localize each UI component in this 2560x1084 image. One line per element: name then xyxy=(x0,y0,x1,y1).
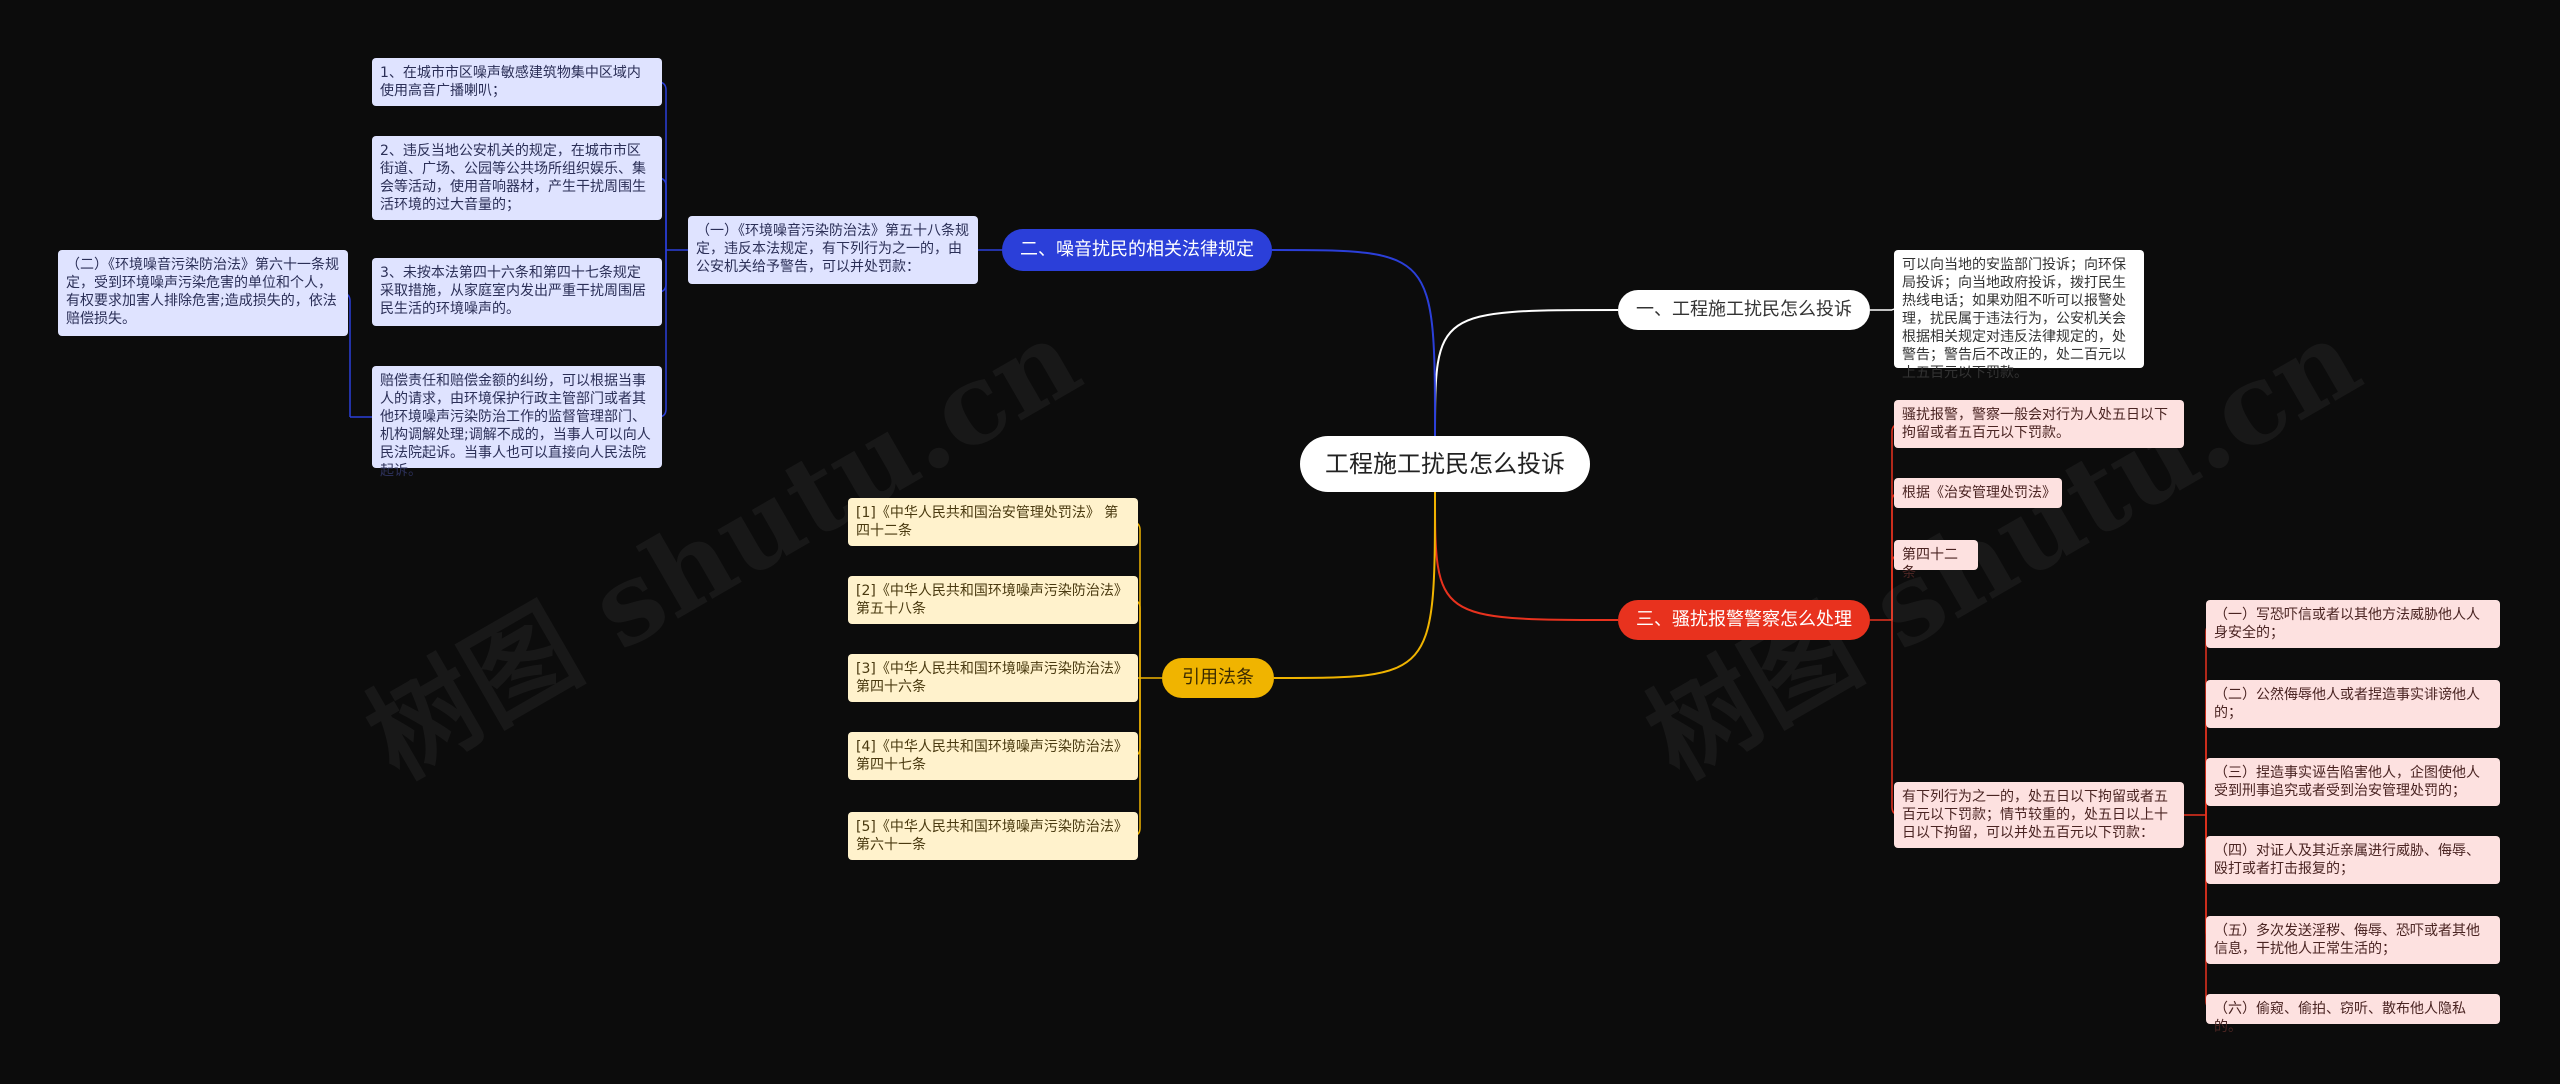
branch-complaint[interactable]: 一、工程施工扰民怎么投诉 xyxy=(1618,290,1870,330)
noise-law-article-61: （二）《环境噪音污染防治法》第六十一条规定，受到环境噪声污染危害的单位和个人，有… xyxy=(58,250,348,336)
article-42-item-5: （五）多次发送淫秽、侮辱、恐吓或者其他信息，干扰他人正常生活的； xyxy=(2206,916,2500,964)
connector-root-harassment xyxy=(1434,491,1619,621)
article-42-item-2: （二）公然侮辱他人或者捏造事实诽谤他人的； xyxy=(2206,680,2500,728)
connector-root-noise-law xyxy=(1271,249,1436,437)
connector-root-citations xyxy=(1273,491,1436,679)
article-42-item-6: （六）偷窥、偷拍、窃听、散布他人隐私的。 xyxy=(2206,994,2500,1035)
citation-3: [3]《中华人民共和国环境噪声污染防治法》 第四十六条 xyxy=(848,654,1138,702)
article-58-item-1: 1、在城市市区噪声敏感建筑物集中区域内使用高音广播喇叭； xyxy=(372,58,662,106)
citation-5: [5]《中华人民共和国环境噪声污染防治法》 第六十一条 xyxy=(848,812,1138,860)
harassment-penalty: 骚扰报警，警察一般会对行为人处五日以下拘留或者五百元以下罚款。 xyxy=(1894,400,2184,448)
article-42-item-3: （三）捏造事实诬告陷害他人，企图使他人受到刑事追究或者受到治安管理处罚的； xyxy=(2206,758,2500,806)
article-58-item-2: 2、违反当地公安机关的规定，在城市市区街道、广场、公园等公共场所组织娱乐、集会等… xyxy=(372,136,662,220)
article-58-item-3: 3、未按本法第四十六条和第四十七条规定采取措施，从家庭室内发出严重干扰周围居民生… xyxy=(372,258,662,326)
citation-4: [4]《中华人民共和国环境噪声污染防治法》 第四十七条 xyxy=(848,732,1138,780)
article-42-item-4: （四）对证人及其近亲属进行威胁、侮辱、殴打或者打击报复的； xyxy=(2206,836,2500,884)
compensation-dispute: 赔偿责任和赔偿金额的纠纷，可以根据当事人的请求，由环境保护行政主管部门或者其他环… xyxy=(372,366,662,479)
harassment-article-42: 有下列行为之一的，处五日以下拘留或者五百元以下罚款；情节较重的，处五日以上十日以… xyxy=(1894,782,2184,848)
connector-harassment-0 xyxy=(1891,423,1901,620)
root-topic[interactable]: 工程施工扰民怎么投诉 xyxy=(1300,436,1590,492)
connector-complaint-0 xyxy=(1891,308,1895,311)
harassment-legal-basis: 根据《治安管理处罚法》 xyxy=(1894,478,2062,508)
branch-harassment[interactable]: 三、骚扰报警警察怎么处理 xyxy=(1618,600,1870,640)
harassment-article-number: 第四十二条 xyxy=(1894,540,1978,581)
connector-root-complaint xyxy=(1434,309,1619,437)
branch-noise-law[interactable]: 二、噪音扰民的相关法律规定 xyxy=(1002,229,1272,271)
branch-citations[interactable]: 引用法条 xyxy=(1162,658,1274,698)
citation-2: [2]《中华人民共和国环境噪声污染防治法》 第五十八条 xyxy=(848,576,1138,624)
complaint-detail: 可以向当地的安监部门投诉；向环保局投诉；向当地政府投诉，拨打民生热线电话；如果劝… xyxy=(1894,250,2144,381)
noise-law-article-58: （一）《环境噪音污染防治法》第五十八条规定，违反本法规定，有下列行为之一的，由公… xyxy=(688,216,978,284)
article-42-item-1: （一）写恐吓信或者以其他方法威胁他人人身安全的； xyxy=(2206,600,2500,648)
citation-1: [1]《中华人民共和国治安管理处罚法》 第四十二条 xyxy=(848,498,1138,546)
